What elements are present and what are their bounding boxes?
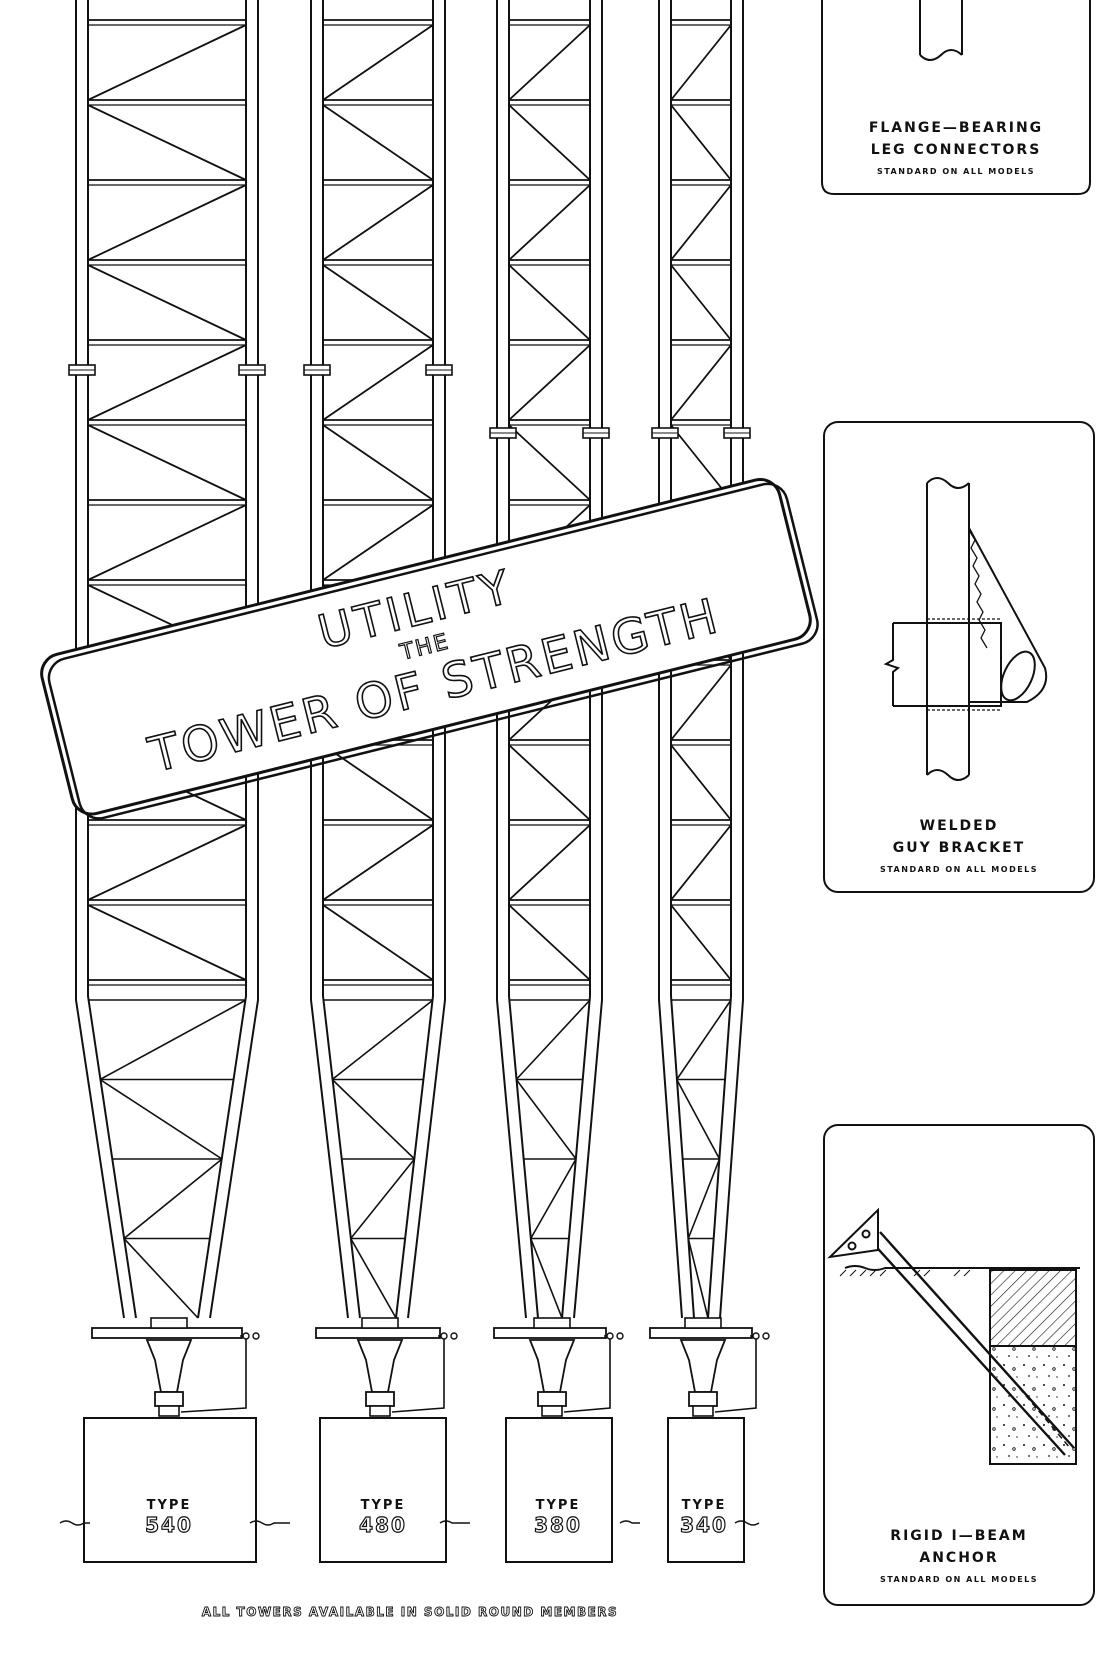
type-label-380: TYPE 380	[506, 1498, 610, 1538]
type-label-540: TYPE 540	[84, 1498, 254, 1538]
caption-anchor-subtitle: STANDARD ON ALL MODELS	[879, 1575, 1039, 1584]
type-word: TYPE	[146, 1498, 192, 1513]
type-number: 380	[534, 1512, 582, 1537]
caption-flange: FLANGE—BEARING LEG CONNECTORS STANDARD O…	[830, 117, 1082, 176]
guy-bracket-illustration	[883, 477, 1048, 781]
tower-3	[489, 0, 624, 1563]
caption-guy-title-1: WELDED	[919, 818, 999, 834]
caption-guy-bracket: WELDED GUY BRACKET STANDARD ON ALL MODEL…	[830, 815, 1088, 874]
anchor-illustration	[827, 1207, 1080, 1465]
caption-anchor-title-2: ANCHOR	[919, 1550, 999, 1566]
type-number: 540	[145, 1512, 193, 1537]
caption-flange-title-1: FLANGE—BEARING	[868, 120, 1044, 136]
tower-4	[649, 0, 770, 1563]
caption-flange-subtitle: STANDARD ON ALL MODELS	[876, 167, 1036, 176]
type-number: 340	[680, 1512, 728, 1537]
detail-panel-guy-bracket	[823, 421, 1095, 893]
type-number: 480	[359, 1512, 407, 1537]
ground-line	[59, 1520, 760, 1526]
detail-panel-anchor	[823, 1124, 1095, 1606]
type-word: TYPE	[681, 1498, 727, 1513]
tower-2	[303, 0, 458, 1563]
title-banner: UTILITY THE TOWER OF STRENGTH	[40, 478, 819, 820]
detail-panel-flange	[821, 0, 1091, 195]
tower-1	[68, 0, 266, 1563]
caption-anchor: RIGID I—BEAM ANCHOR STANDARD ON ALL MODE…	[830, 1525, 1088, 1584]
type-label-340: TYPE 340	[666, 1498, 742, 1538]
caption-guy-title-2: GUY BRACKET	[892, 840, 1026, 856]
type-word: TYPE	[360, 1498, 406, 1513]
caption-anchor-title-1: RIGID I—BEAM	[890, 1528, 1028, 1544]
flange-pipe-illustration	[919, 0, 963, 61]
caption-guy-subtitle: STANDARD ON ALL MODELS	[879, 865, 1039, 874]
type-word: TYPE	[535, 1498, 581, 1513]
footnote: ALL TOWERS AVAILABLE IN SOLID ROUND MEMB…	[201, 1605, 619, 1620]
type-label-480: TYPE 480	[320, 1498, 446, 1538]
caption-flange-title-2: LEG CONNECTORS	[870, 142, 1042, 158]
